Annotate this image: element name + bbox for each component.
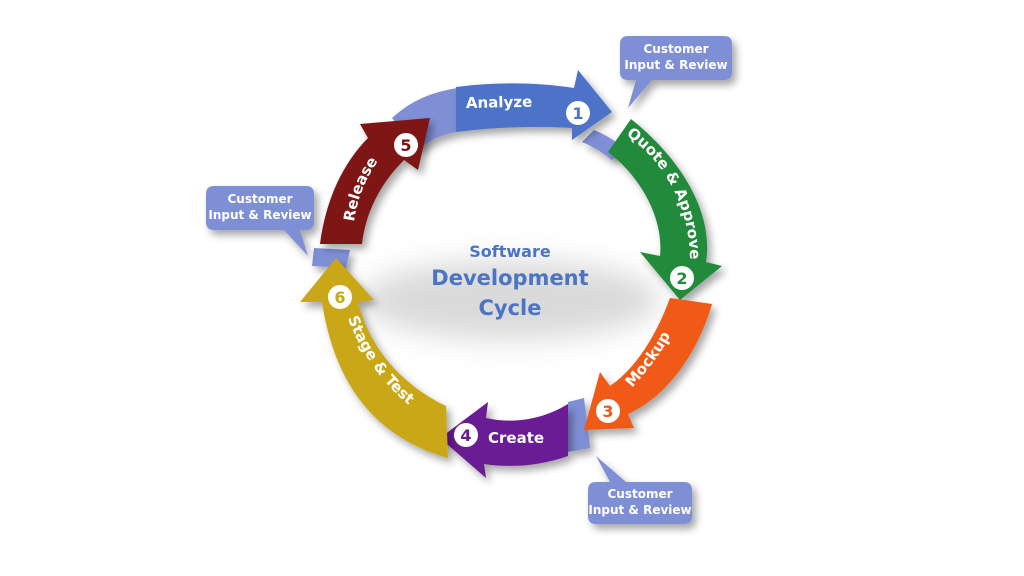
step-2-badge: 2 [670, 266, 694, 290]
svg-text:2: 2 [676, 269, 687, 288]
svg-text:Customer: Customer [607, 487, 672, 501]
svg-text:Input & Review: Input & Review [624, 58, 727, 72]
quote-approve-arrow [608, 119, 722, 300]
mockup-arrow [584, 298, 712, 430]
analyze-label: Analyze [466, 93, 533, 112]
svg-text:1: 1 [572, 104, 583, 123]
svg-text:6: 6 [334, 288, 345, 307]
center-title-line1: Software [469, 242, 551, 261]
svg-text:Customer: Customer [227, 192, 292, 206]
customer-review-bubble-bottom: Customer Input & Review [588, 456, 692, 524]
svg-text:Input & Review: Input & Review [588, 503, 691, 517]
center-title-line3: Cycle [478, 296, 542, 320]
step-5-badge: 5 [394, 133, 418, 157]
customer-review-bubble-left: Customer Input & Review [206, 186, 314, 256]
center-shadow [360, 260, 660, 340]
connector-bottom-right [568, 398, 590, 452]
svg-text:5: 5 [400, 136, 411, 155]
center-title-line2: Development [431, 266, 589, 290]
customer-review-bubble-top: Customer Input & Review [620, 36, 732, 108]
svg-text:Customer: Customer [643, 42, 708, 56]
svg-text:4: 4 [460, 426, 471, 445]
svg-text:3: 3 [602, 402, 613, 421]
step-3-badge: 3 [596, 399, 620, 423]
step-4-badge: 4 [454, 423, 478, 447]
create-label: Create [488, 429, 544, 447]
svg-text:Input & Review: Input & Review [208, 208, 311, 222]
step-6-badge: 6 [328, 285, 352, 309]
step-1-badge: 1 [566, 101, 590, 125]
create-arrow [440, 402, 568, 478]
